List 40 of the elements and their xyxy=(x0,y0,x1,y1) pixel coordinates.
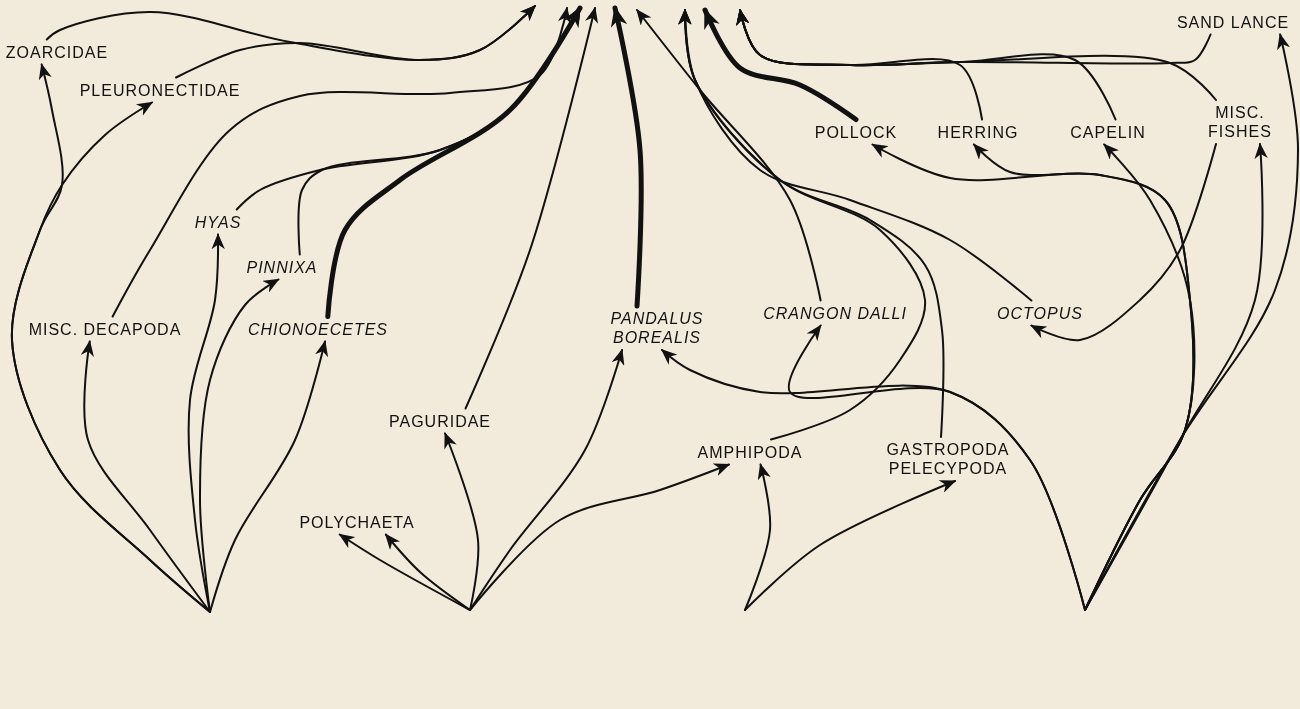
taxon-label: MISC. FISHES xyxy=(1200,103,1280,141)
taxon-label: ZOARCIDAE xyxy=(5,42,109,62)
arrow xyxy=(610,5,644,309)
taxon-label: PANDALUS BOREALIS xyxy=(607,309,707,347)
taxon-label: HERRING xyxy=(937,122,1019,142)
taxon-label: CRANGON DALLI xyxy=(763,303,907,323)
arrow xyxy=(702,7,859,122)
arrow xyxy=(1084,33,1299,611)
taxon-label: CAPELIN xyxy=(1070,122,1146,142)
taxon-label: MISC. DECAPODA xyxy=(28,319,182,339)
taxon-label: PAGURIDAE xyxy=(388,411,492,431)
taxon-label: AMPHIPODA xyxy=(697,442,803,462)
taxon-label: PINNIXA xyxy=(246,257,318,277)
arrow xyxy=(744,480,957,611)
taxon-label: HYAS xyxy=(194,212,242,232)
arrow xyxy=(736,8,1212,67)
taxon-label: OCTOPUS xyxy=(997,303,1083,323)
arrow xyxy=(444,432,480,611)
arrow xyxy=(80,340,211,613)
arrow xyxy=(469,348,625,611)
arrow xyxy=(1030,143,1217,342)
arrow xyxy=(636,8,822,302)
arrow xyxy=(111,6,571,318)
arrow xyxy=(209,340,329,613)
arrow xyxy=(678,8,1033,302)
taxon-label: GASTROPODA PELECYPODA xyxy=(878,440,1018,478)
arrow xyxy=(787,324,1086,611)
arrow xyxy=(469,463,731,611)
arrow xyxy=(744,463,772,611)
taxon-label: CHIONOECETES xyxy=(248,319,388,339)
taxon-label: PLEURONECTIDAE xyxy=(79,80,241,100)
arrow xyxy=(325,5,583,319)
taxon-label: POLYCHAETA xyxy=(299,512,415,532)
arrow xyxy=(175,5,536,79)
arrow xyxy=(338,533,471,611)
arrow xyxy=(464,6,599,410)
arrow xyxy=(384,533,471,611)
taxon-label: POLLOCK xyxy=(814,122,898,142)
arrow xyxy=(1084,142,1268,611)
taxon-label: SAND LANCE xyxy=(1176,12,1290,32)
